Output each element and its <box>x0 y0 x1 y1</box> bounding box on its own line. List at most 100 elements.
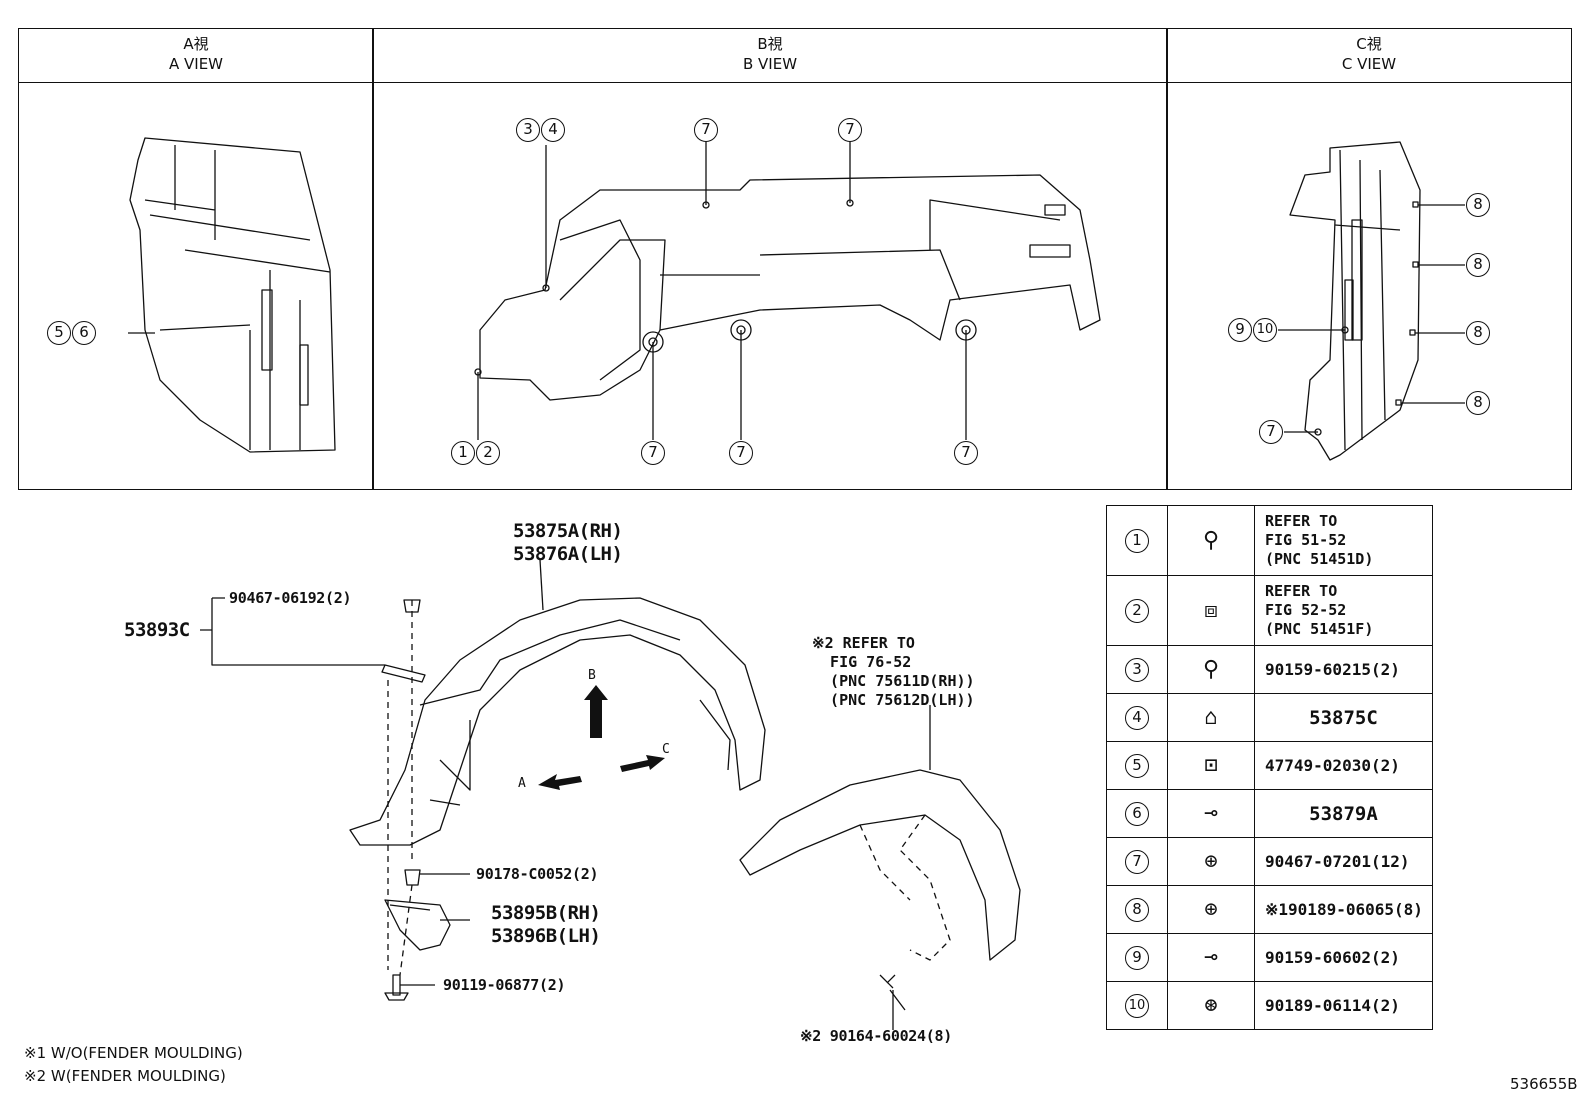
footnote-2: ※2 W(FENDER MOULDING) <box>24 1067 226 1085</box>
c-view-title-jp: C視 <box>1356 35 1382 53</box>
legend-number: 1 <box>1125 528 1149 553</box>
grommet-icon: ⊛ <box>1204 993 1218 1018</box>
b-view-liner-drawing <box>474 174 1101 401</box>
legend-icon-cell: ⚲ <box>1167 505 1255 576</box>
legend-part-text: 90189-06114(2) <box>1254 981 1433 1030</box>
legend-number-cell: 8 <box>1106 885 1168 934</box>
legend-number: 7 <box>1125 849 1149 874</box>
b-arrow-icon <box>584 685 608 738</box>
callout-8-c1: 8 <box>1466 193 1490 217</box>
legend-icon-cell: ⊸ <box>1167 933 1255 982</box>
legend-icon-cell: ⊕ <box>1167 837 1255 886</box>
main-fender-liner-drawing <box>349 597 766 846</box>
legend-part-text: 90467-07201(12) <box>1254 837 1433 886</box>
b-view-title-jp: B視 <box>757 35 783 53</box>
legend-number: 5 <box>1125 753 1149 778</box>
footnote-1: ※1 W/O(FENDER MOULDING) <box>24 1044 243 1062</box>
seal-label: 53893C <box>124 619 190 641</box>
legend-icon-cell: ⊛ <box>1167 981 1255 1030</box>
bolt-icon: ⚲ <box>1202 657 1220 682</box>
legend-part-text: REFER TO FIG 51-52 (PNC 51451D) <box>1254 505 1433 576</box>
legend-icon-cell: ⊕ <box>1167 885 1255 934</box>
legend-number: 2 <box>1125 598 1149 623</box>
legend-number: 9 <box>1125 945 1149 970</box>
legend-number: 10 <box>1125 993 1149 1018</box>
callout-7-b-bot3: 7 <box>954 441 978 465</box>
callout-7-b-bot1: 7 <box>641 441 665 465</box>
callout-7-b-top1: 7 <box>694 118 718 142</box>
liner-lh-label: 53876A(LH) <box>513 543 623 565</box>
a-view-liner-drawing <box>129 137 336 453</box>
legend-row: 9 ⊸ 90159-60602(2) <box>1106 933 1433 982</box>
legend-number: 8 <box>1125 897 1149 922</box>
legend-number-cell: 1 <box>1106 505 1168 576</box>
callout-7-c: 7 <box>1259 420 1283 444</box>
callout-3-b: 3 <box>516 118 540 142</box>
c-arrow-icon <box>620 755 665 772</box>
callout-9-c: 9 <box>1228 318 1252 342</box>
b-view-title-en: B VIEW <box>742 55 798 73</box>
arrow-b-label: B <box>588 668 596 683</box>
bolt-label: 90119-06877(2) <box>443 976 566 994</box>
callout-10-c: 10 <box>1253 318 1277 342</box>
legend-number-cell: 3 <box>1106 645 1168 694</box>
a-view-title-en: A VIEW <box>168 55 224 73</box>
b-view-header: B視 B VIEW <box>373 29 1167 83</box>
moulding-ref-label: ※2 REFER TO FIG 76-52 (PNC 75611D(RH)) (… <box>812 634 975 709</box>
legend-number-cell: 2 <box>1106 575 1168 646</box>
legend-icon-cell: ⚲ <box>1167 645 1255 694</box>
legend-part-text: 47749-02030(2) <box>1254 741 1433 790</box>
legend-number: 3 <box>1125 657 1149 682</box>
c-view-liner-drawing <box>1289 141 1421 461</box>
legend-row: 2⧈REFER TO FIG 52-52 (PNC 51451F) <box>1106 575 1433 646</box>
callout-7-b-bot2: 7 <box>729 441 753 465</box>
fasteners-drawing <box>381 599 906 1011</box>
view-arrows <box>538 685 665 790</box>
legend-number-cell: 10 <box>1106 981 1168 1030</box>
c-view-panel: C視 C VIEW <box>1166 28 1572 490</box>
legend-number: 6 <box>1125 801 1149 826</box>
legend-number-cell: 7 <box>1106 837 1168 886</box>
callout-5-a: 5 <box>47 321 71 345</box>
mudguard-lh-label: 53896B(LH) <box>491 925 601 947</box>
screw-icon: ⊸ <box>1204 945 1218 970</box>
legend-row: 6 ⊸ 53879A <box>1106 789 1433 838</box>
push-clip-icon: ⊕ <box>1204 897 1218 922</box>
c-view-title-en: C VIEW <box>1341 55 1397 73</box>
nut-clip-icon: ⌂ <box>1204 705 1218 730</box>
legend-row: 8 ⊕ ※190189-06065(8) <box>1106 885 1433 934</box>
callout-1-b: 1 <box>451 441 475 465</box>
legend-row: 3 ⚲ 90159-60215(2) <box>1106 645 1433 694</box>
legend-part-text: 90159-60602(2) <box>1254 933 1433 982</box>
callout-8-c3: 8 <box>1466 321 1490 345</box>
push-clip-icon: ⊕ <box>1204 849 1218 874</box>
legend-row: 4 ⌂ 53875C <box>1106 693 1433 742</box>
leader-lines <box>128 140 1465 1030</box>
retainer-icon: ⊡ <box>1204 753 1218 778</box>
legend-part-text: 53879A <box>1254 789 1433 838</box>
callout-4-b: 4 <box>541 118 565 142</box>
callout-8-c4: 8 <box>1466 391 1490 415</box>
mudguard-drawing <box>384 899 451 951</box>
legend-row: 5 ⊡ 47749-02030(2) <box>1106 741 1433 790</box>
legend-icon-cell: ⌂ <box>1167 693 1255 742</box>
screw-label: ※2 90164-60024(8) <box>800 1027 952 1045</box>
legend-part-text: 90159-60215(2) <box>1254 645 1433 694</box>
b-view-panel: B視 B VIEW <box>372 28 1168 490</box>
legend-part-text: 53875C <box>1254 693 1433 742</box>
legend-number-cell: 9 <box>1106 933 1168 982</box>
legend-row: 7 ⊕ 90467-07201(12) <box>1106 837 1433 886</box>
screw-icon: ⊸ <box>1204 801 1218 826</box>
legend-row: 10 ⊛ 90189-06114(2) <box>1106 981 1433 1030</box>
callout-2-b: 2 <box>476 441 500 465</box>
arrow-a-label: A <box>518 776 526 791</box>
a-view-title-jp: A視 <box>183 35 209 53</box>
liner-rh-label: 53875A(RH) <box>513 520 623 542</box>
legend-part-text: ※190189-06065(8) <box>1254 885 1433 934</box>
a-arrow-icon <box>538 774 582 790</box>
legend-number: 4 <box>1125 705 1149 730</box>
callout-6-a: 6 <box>72 321 96 345</box>
callout-8-c2: 8 <box>1466 253 1490 277</box>
c-view-header: C視 C VIEW <box>1167 29 1571 83</box>
